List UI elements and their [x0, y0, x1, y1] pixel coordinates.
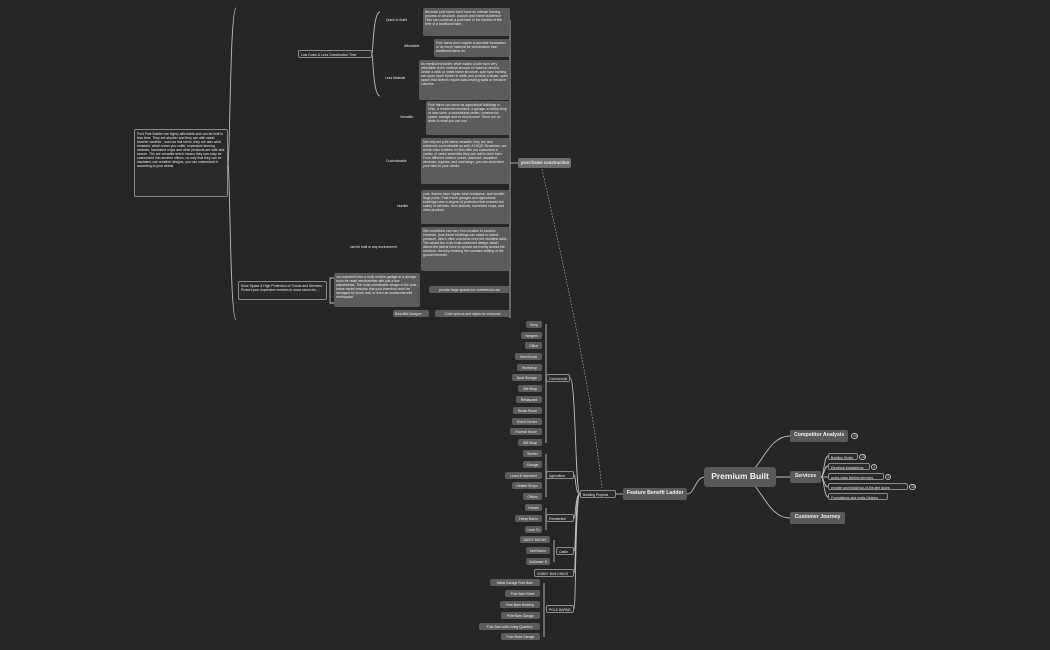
more-space-node[interactable]: More Space & High Protection of Goods an… — [238, 281, 327, 300]
collapsed-count-badge[interactable]: 15 — [859, 454, 866, 460]
commercial-item[interactable]: Break Room — [513, 407, 542, 414]
agriculture-item[interactable]: Lined & Insulated — [505, 472, 542, 479]
commercial-item[interactable]: Workshop — [517, 364, 542, 371]
agriculture-item[interactable]: Shelter — [523, 450, 542, 457]
customer-journey-node[interactable]: Customer Journey — [790, 512, 845, 524]
building-projects-node[interactable]: Building Projects — [580, 490, 616, 498]
sturdier-text[interactable]: post- frames have higher wind resistance… — [421, 190, 510, 224]
commercial-item[interactable]: Funeral Home — [510, 428, 542, 435]
less-material-label[interactable]: Less Material — [385, 76, 406, 80]
pole-barn-item[interactable]: Pole Shed Garage — [501, 633, 540, 640]
commercial-item[interactable]: Gift Shop — [518, 439, 542, 446]
color-options-leaf[interactable]: Color options and styles for everyone — [435, 310, 510, 317]
collapsed-count-badge[interactable]: 29 — [851, 433, 858, 439]
pole-barns-node[interactable]: POLE BARNS — [546, 605, 574, 613]
post-frame-construction-node[interactable]: post-frame construction — [518, 158, 571, 168]
less-material-text[interactable]: As mentioned earlier, what makes a pole … — [419, 60, 510, 100]
pole-barn-item[interactable]: Pole Barn with Living Quarters — [479, 623, 540, 630]
commercial-item[interactable]: Shop — [526, 321, 542, 328]
beautiful-designs-label[interactable]: Beautiful Designs — [393, 310, 429, 317]
agriculture-item[interactable]: Storage — [523, 461, 542, 468]
commercial-item[interactable]: Gift Shop — [518, 385, 542, 392]
residential-item[interactable]: Homes — [525, 504, 542, 511]
commercial-item[interactable]: Warehouse — [515, 353, 542, 360]
commercial-item[interactable]: Boat Storage — [512, 374, 542, 381]
pole-barn-item[interactable]: Pole Barn Garage — [501, 612, 540, 619]
affordable-label[interactable]: Affordable — [404, 44, 420, 48]
foundations-posts-node[interactable]: Foundations and posts Options — [828, 493, 888, 500]
building-styles-node[interactable]: Building Styles — [828, 453, 858, 460]
commercial-item[interactable]: Hangers — [521, 332, 542, 339]
commercial-item[interactable]: Event Center — [512, 418, 542, 425]
versatile-label[interactable]: Versatile — [400, 115, 414, 119]
lighting-services-node[interactable]: world-class lighting services — [828, 473, 884, 480]
commercial-item[interactable]: Restaurant — [516, 396, 542, 403]
residential-node[interactable]: Residential — [546, 514, 574, 522]
intro-note-node[interactable]: Post Pole Builder are highly affordable … — [134, 129, 228, 197]
collapsed-count-badge[interactable]: 3 — [885, 474, 891, 480]
cattle-item[interactable]: DAIRY BARNS — [520, 536, 550, 543]
pole-barn-item[interactable]: Metal Garage Pole Barn — [490, 579, 540, 586]
collapsed-count-badge[interactable]: 3 — [871, 464, 877, 470]
low-costs-node[interactable]: Low Costs & Less Construction Time — [298, 50, 372, 58]
collapsed-count-badge[interactable]: 16 — [909, 484, 916, 490]
agriculture-item[interactable]: Heated Shops — [512, 482, 542, 489]
sturdier-label[interactable]: sturdier — [397, 204, 409, 208]
electrical-installations-node[interactable]: Electrical installations — [828, 463, 870, 470]
agriculture-item[interactable]: Offices — [523, 493, 542, 500]
cattle-item[interactable]: Sublease: 8 — [526, 558, 550, 565]
feature-benefit-ladder-node[interactable]: Feature Benefit Ladder — [623, 488, 687, 500]
affordable-text[interactable]: Pole barns don't require a concrete foun… — [434, 39, 510, 57]
residential-item[interactable]: Lean To — [525, 526, 542, 533]
pole-barn-item[interactable]: Pole Barn Shed — [505, 590, 540, 597]
quick-to-build-text[interactable]: Because pole barns don't have an intense… — [423, 8, 510, 36]
residential-item[interactable]: Horse Barns — [515, 515, 542, 522]
commercial-spaces-leaf[interactable]: provide large spaces for commercial use — [429, 286, 510, 293]
commercial-node[interactable]: Commercial — [546, 374, 570, 382]
doors-install-node[interactable]: provide and install top-of-the-line door… — [828, 483, 908, 490]
quick-to-build-label[interactable]: Quick to Build — [386, 18, 407, 22]
any-environment-label[interactable]: can be built in any environment — [350, 245, 397, 249]
central-topic[interactable]: Premium Built — [704, 467, 776, 487]
more-space-text[interactable]: can transform into a multi-vehicle garag… — [334, 273, 420, 307]
agriculture-node[interactable]: Agriculture — [546, 471, 574, 479]
cattle-item[interactable]: beef barns — [526, 547, 550, 554]
customizable-text[interactable]: Not only are pole barns versatile, they … — [421, 138, 510, 184]
pole-barn-item[interactable]: Pole Barn Building — [500, 601, 540, 608]
customizable-label[interactable]: Customizable — [386, 159, 407, 163]
any-environment-text[interactable]: Site conditions can vary from location t… — [421, 227, 510, 271]
hobby-buildings-node[interactable]: HOBBY BUILDINGS — [534, 569, 574, 577]
services-node[interactable]: Services — [790, 471, 821, 483]
cattle-node[interactable]: Cattle — [556, 547, 574, 555]
commercial-item[interactable]: Office — [525, 342, 542, 349]
versatile-text[interactable]: Pole barns can serve as agricultural bui… — [426, 101, 510, 135]
competitor-analysis-node[interactable]: Competitor Analysis — [790, 430, 848, 442]
